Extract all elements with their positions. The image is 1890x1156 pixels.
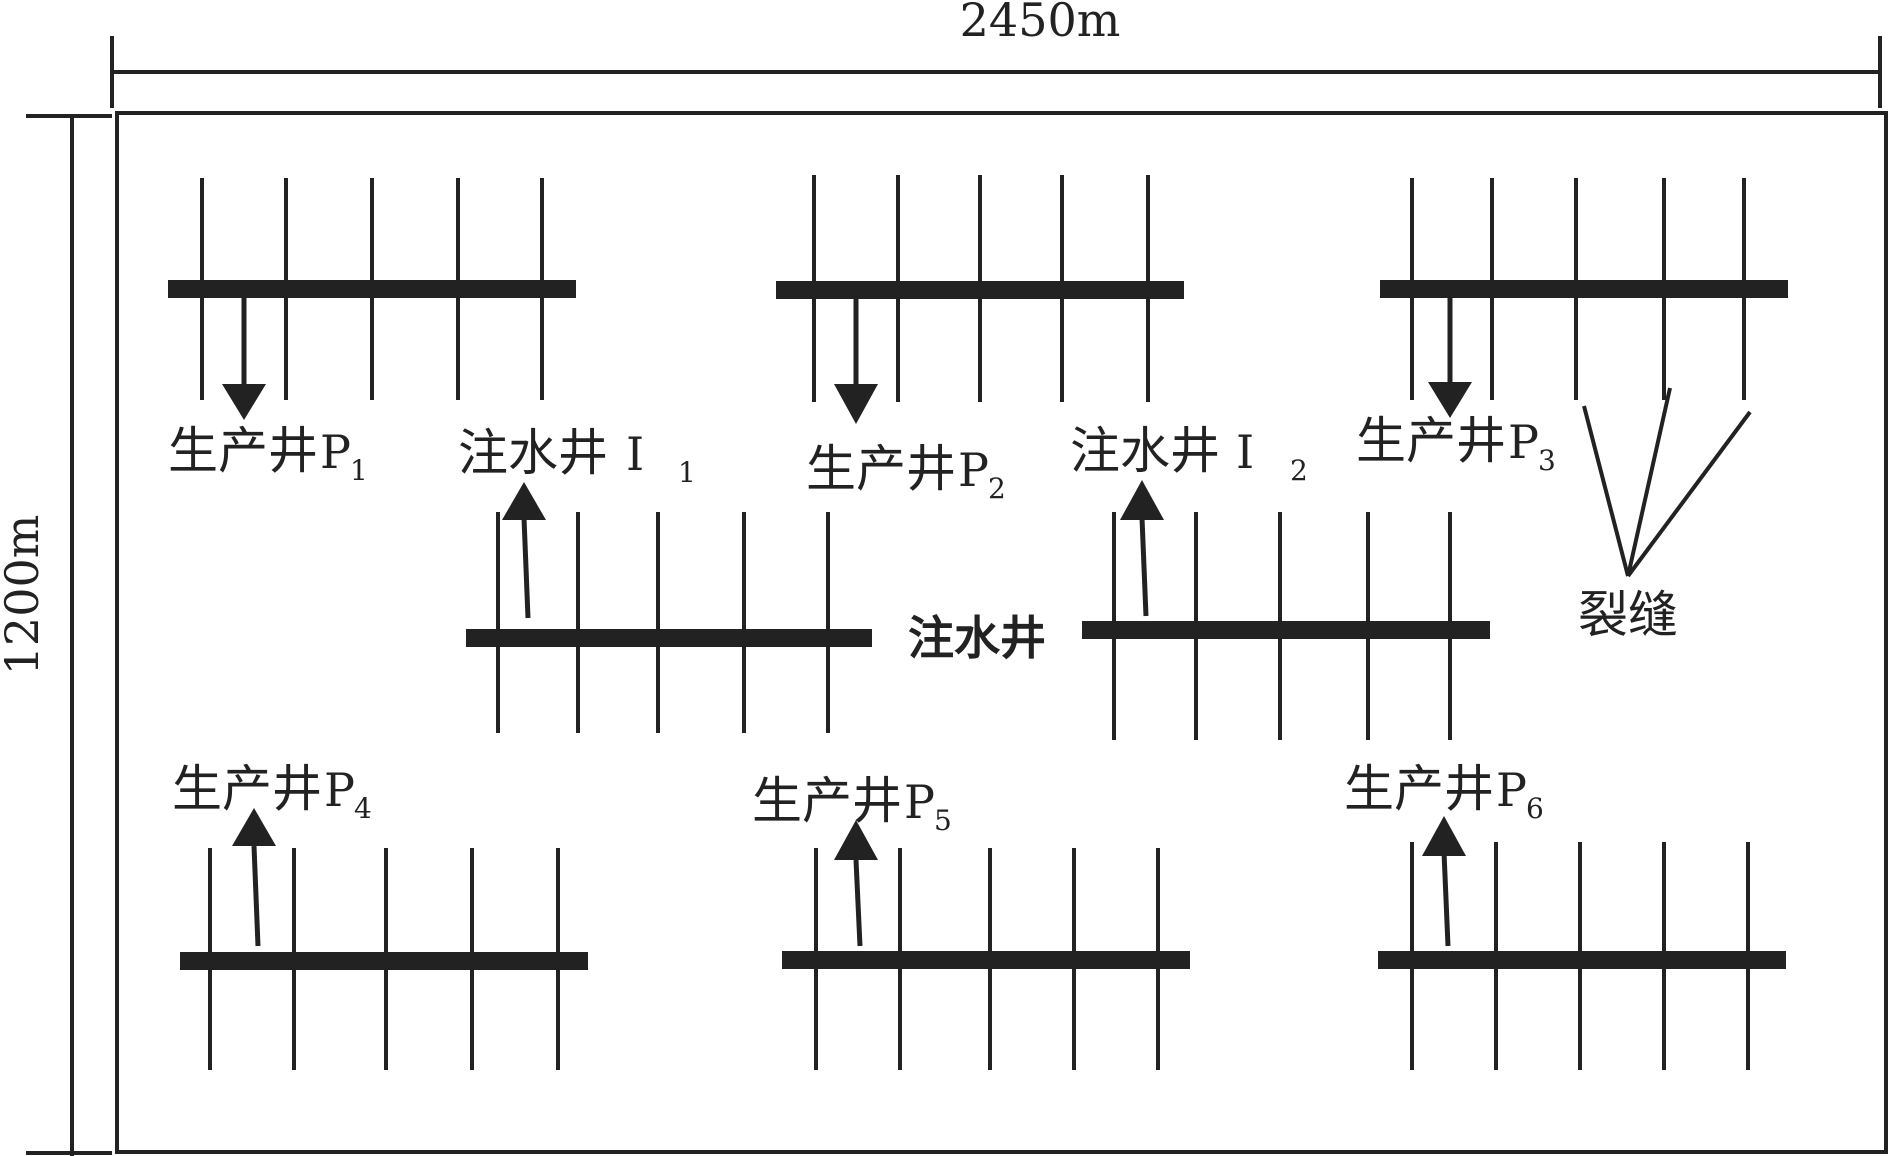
production-well-p4 [180, 808, 588, 1070]
label-p5-letter: P [904, 775, 935, 829]
label-p1: 生产井 P 1 [168, 422, 368, 487]
label-p4-name: 生产井 [172, 760, 322, 818]
label-i1-letter: I [626, 427, 644, 481]
label-i2-name: 注水井 [1070, 422, 1220, 480]
label-p5-sub: 5 [934, 804, 952, 837]
label-p2-sub: 2 [988, 472, 1006, 505]
reservoir-boundary [115, 111, 1888, 1154]
label-p3-name: 生产井 [1356, 412, 1506, 470]
label-p4: 生产井 P 4 [172, 760, 372, 825]
label-p2-name: 生产井 [806, 440, 956, 498]
label-p2-letter: P [958, 443, 989, 497]
injection-well-i2 [1082, 480, 1490, 740]
width-dimension: 2450m [110, 0, 1882, 108]
injection-center-label: 注水井 [908, 611, 1046, 665]
label-i1: 注水井 I 1 [458, 424, 696, 489]
height-dimension: 1200m [0, 114, 112, 1156]
label-p2: 生产井 P 2 [806, 440, 1006, 505]
fracture-pointers [1582, 387, 1752, 578]
label-p5-name: 生产井 [752, 772, 902, 830]
production-well-p2 [776, 175, 1184, 424]
production-well-p3 [1380, 178, 1788, 418]
label-i2: 注水井 I 2 [1070, 422, 1308, 487]
production-well-p6 [1378, 816, 1786, 1070]
label-p5: 生产井 P 5 [752, 772, 952, 837]
label-p6-name: 生产井 [1344, 760, 1494, 818]
width-label: 2450m [960, 0, 1121, 47]
label-p4-sub: 4 [354, 792, 372, 825]
label-p6-letter: P [1496, 763, 1527, 817]
label-p4-letter: P [324, 763, 355, 817]
label-i2-letter: I [1236, 425, 1254, 479]
label-p1-name: 生产井 [168, 422, 318, 480]
label-i1-sub: 1 [678, 456, 696, 489]
label-p3-letter: P [1508, 415, 1539, 469]
label-p3-sub: 3 [1538, 444, 1556, 477]
label-p1-letter: P [320, 425, 351, 479]
label-i1-name: 注水井 [458, 424, 608, 482]
label-p1-sub: 1 [350, 454, 368, 487]
production-well-p5 [782, 820, 1190, 1070]
height-label: 1200m [0, 515, 49, 676]
label-i2-sub: 2 [1290, 454, 1308, 487]
production-well-p1 [168, 178, 576, 420]
label-p6-sub: 6 [1526, 792, 1544, 825]
label-p6: 生产井 P 6 [1344, 760, 1544, 825]
fracture-label: 裂缝 [1578, 586, 1678, 644]
label-p3: 生产井 P 3 [1356, 412, 1556, 477]
injection-well-i1 [466, 482, 872, 733]
